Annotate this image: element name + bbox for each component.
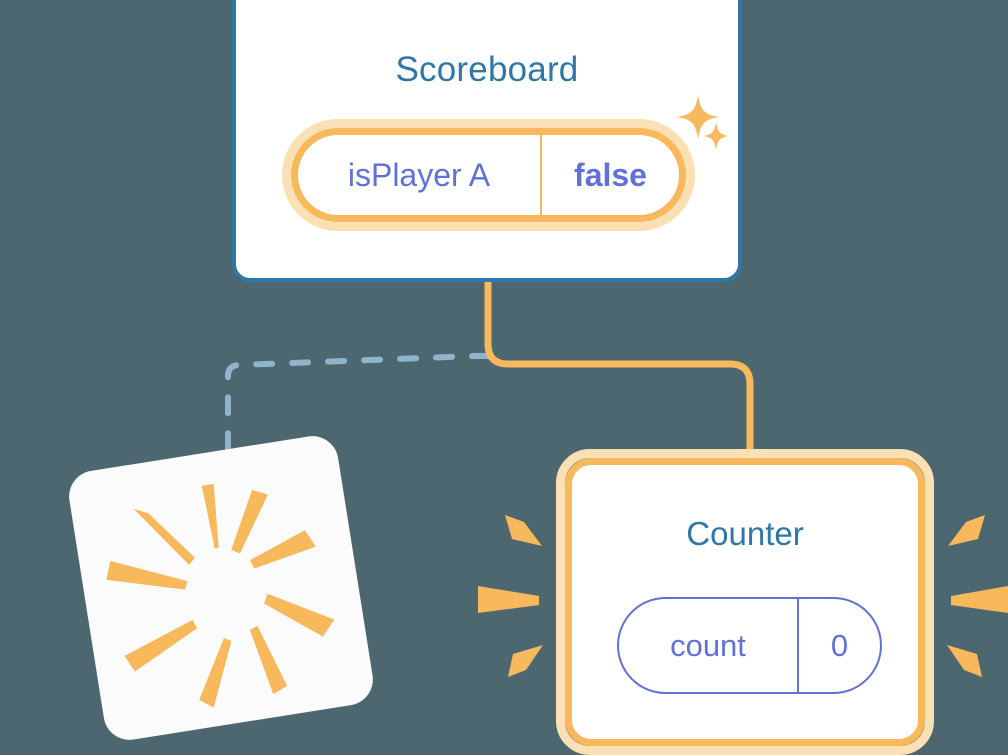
counter-state-pill[interactable]: count 0 (617, 597, 882, 694)
sparkle-large-icon (676, 94, 720, 140)
scoreboard-title: Scoreboard (395, 50, 579, 89)
sparkle-small-icon (703, 122, 729, 150)
counter-title: Counter (686, 515, 804, 552)
solid-connector-to-counter (484, 282, 754, 470)
scoreboard-state-key: isPlayer A (298, 135, 542, 215)
scoreboard-card[interactable]: Scoreboard isPlayer A false (232, 0, 742, 282)
scoreboard-state-value: false (574, 156, 647, 193)
flash-card[interactable] (65, 432, 377, 744)
counter-card-inner: Counter count 0 (565, 458, 925, 746)
scoreboard-state-pill[interactable]: isPlayer A false (282, 119, 695, 231)
counter-state-value: 0 (830, 627, 849, 663)
pill-highlight-glow (282, 119, 695, 231)
burst-rays-icon (106, 483, 335, 708)
counter-card[interactable]: Counter count 0 (556, 449, 934, 755)
counter-state-key: count (619, 599, 799, 692)
pill-body: isPlayer A false (291, 128, 686, 222)
